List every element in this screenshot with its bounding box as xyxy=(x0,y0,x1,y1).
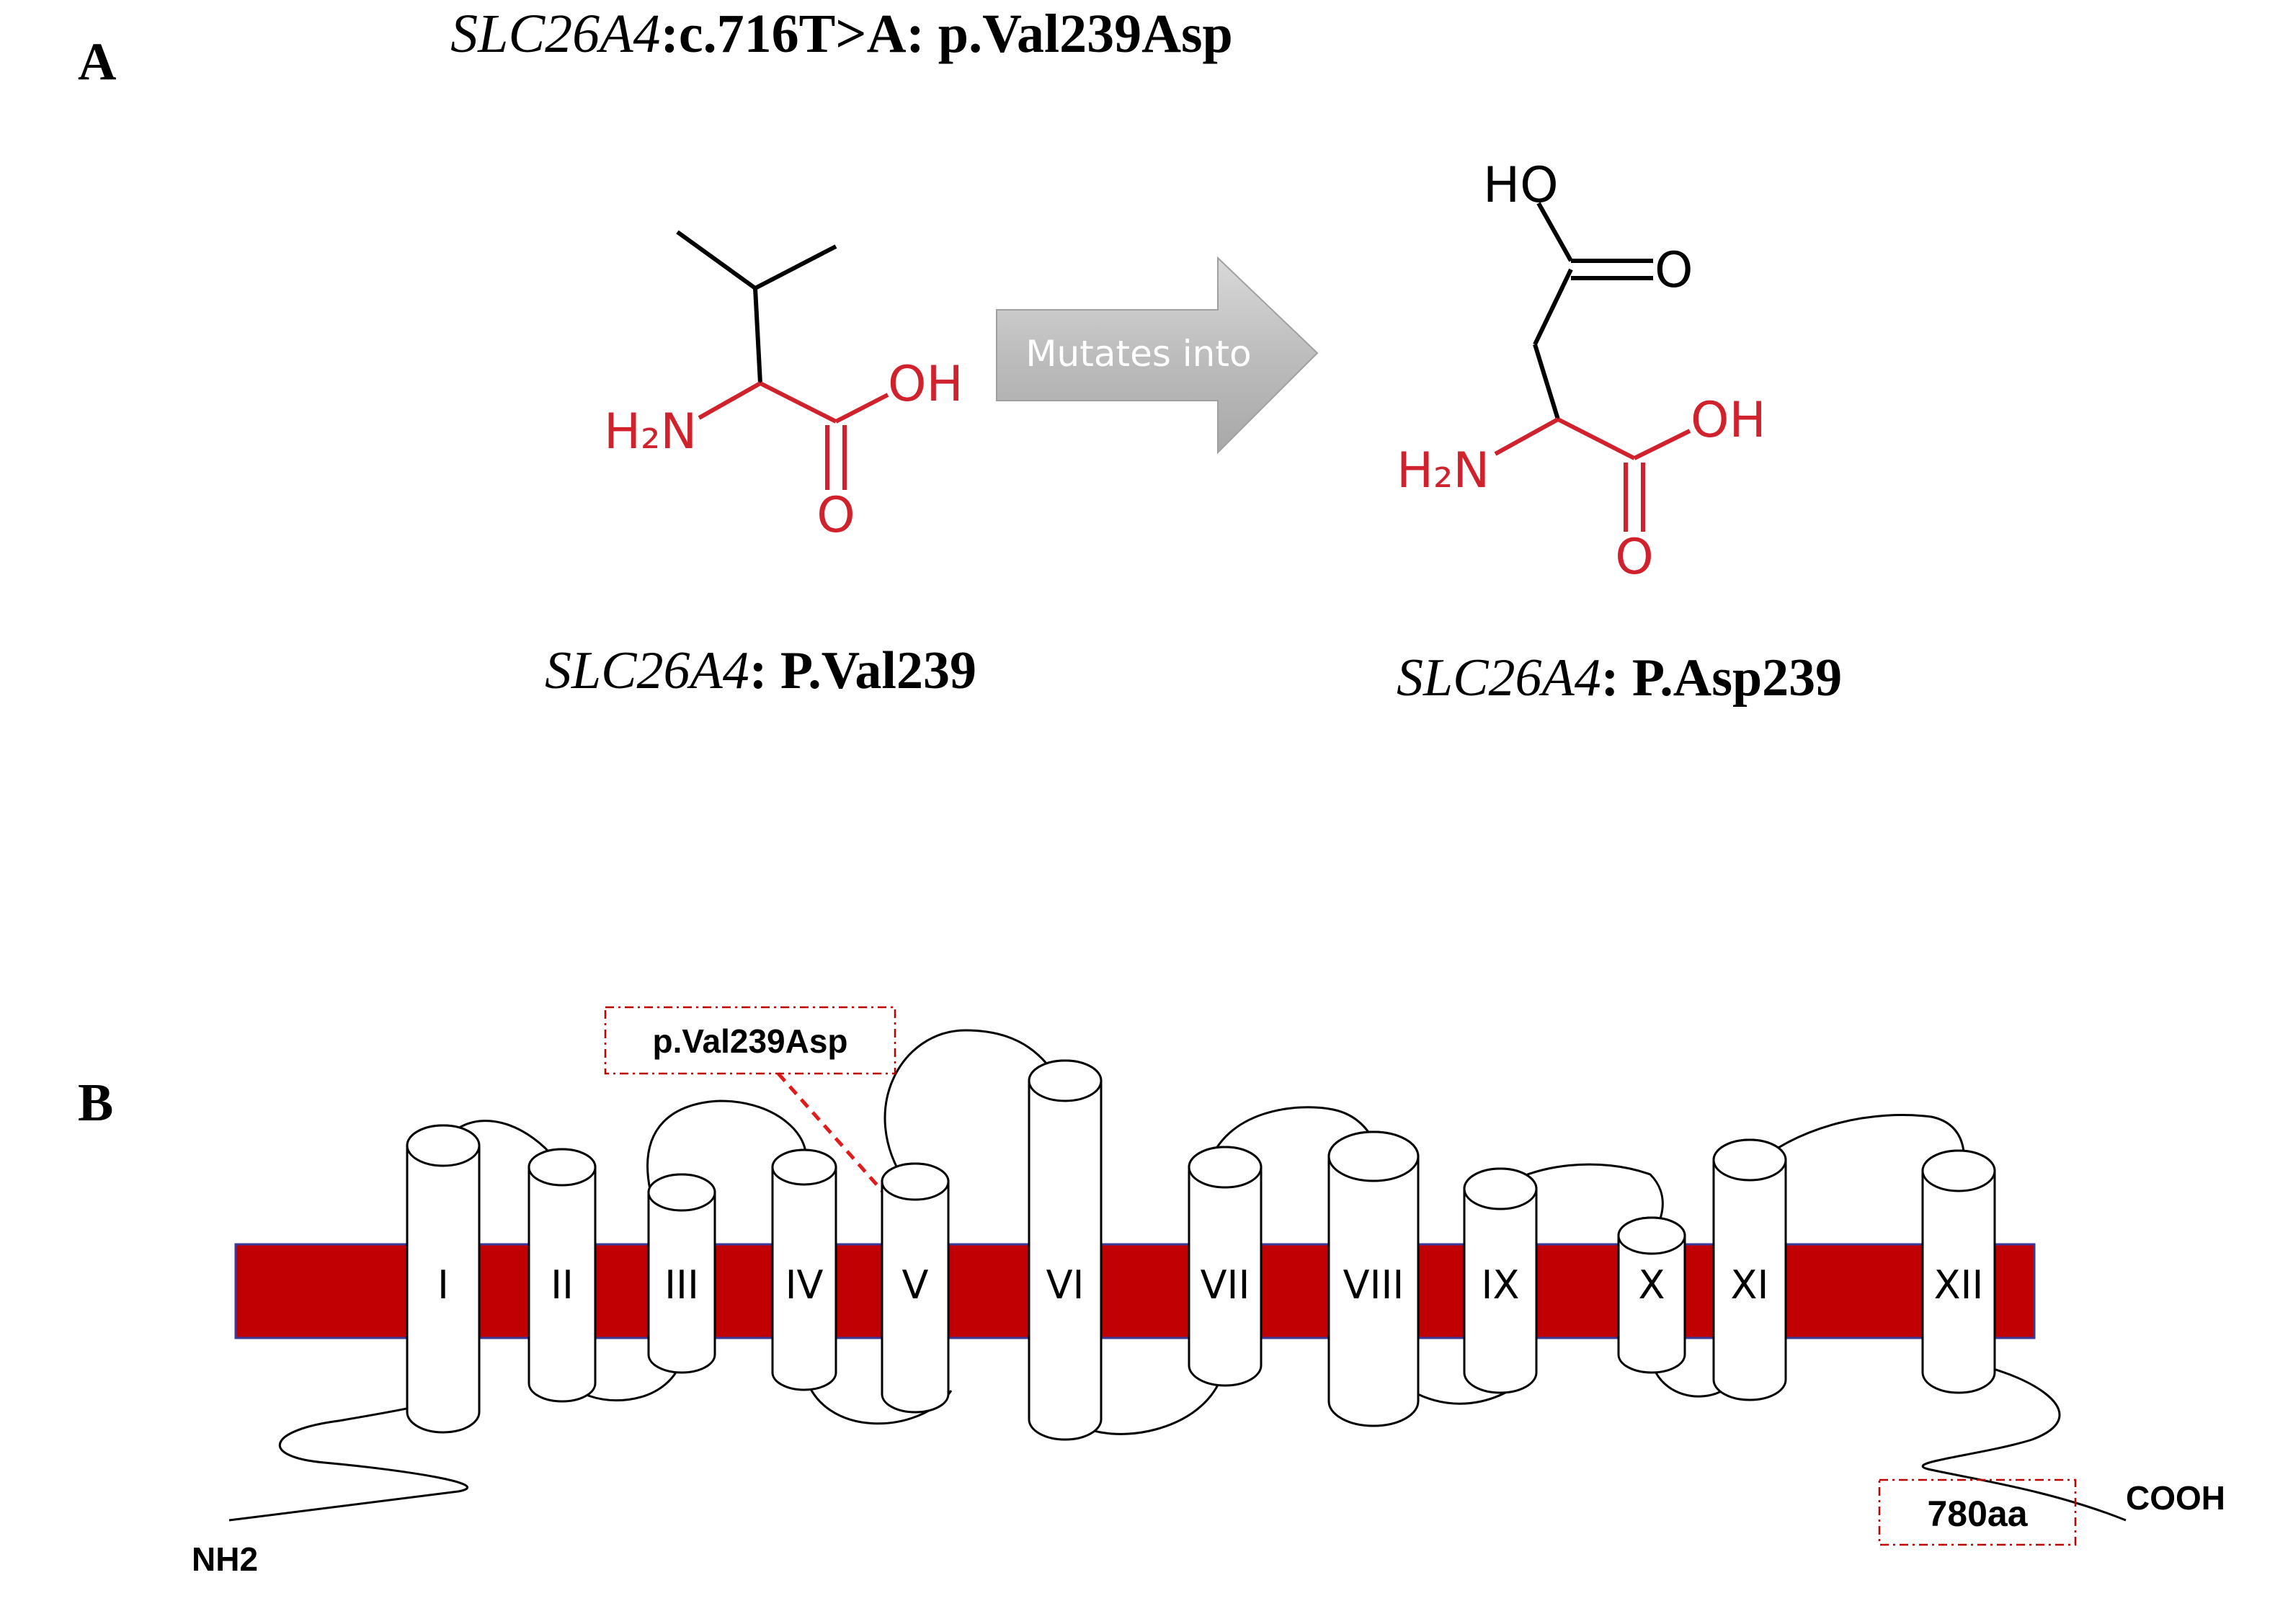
helix-body xyxy=(1028,1059,1103,1441)
helix-cap xyxy=(1188,1146,1263,1189)
valine-structure: H₂N OH O xyxy=(604,230,963,544)
panel-a-label: A xyxy=(78,32,116,92)
helix-9: IX xyxy=(1463,1167,1538,1394)
helix-7: VII xyxy=(1188,1146,1263,1387)
helix-cap xyxy=(881,1162,950,1201)
helix-cap xyxy=(527,1148,597,1187)
helix-cap xyxy=(1712,1138,1787,1182)
helix-4: IV xyxy=(771,1148,837,1391)
helix-label: IV xyxy=(785,1262,824,1308)
length-callout-box xyxy=(1878,1478,2077,1546)
helix-label: XI xyxy=(1731,1262,1769,1308)
helix-cap xyxy=(1028,1059,1103,1102)
helix-label: I xyxy=(437,1262,449,1308)
caption-valine: SLC26A4: P.Val239 xyxy=(545,641,976,700)
helix-6: VI xyxy=(1028,1059,1103,1441)
helix-label: VIII xyxy=(1343,1262,1404,1308)
helix-5: V xyxy=(881,1162,950,1414)
aspartate-hydroxyl: OH xyxy=(1691,392,1766,449)
caption-aspartate-residue: : P.Asp239 xyxy=(1601,648,1842,708)
aspartate-oxygen: O xyxy=(1615,529,1654,586)
helix-cap xyxy=(1617,1216,1686,1255)
helix-1: I xyxy=(406,1124,481,1434)
helix-cap xyxy=(771,1148,837,1186)
caption-aspartate-gene: SLC26A4 xyxy=(1397,648,1601,708)
aspartate-side-oxygen: O xyxy=(1655,242,1693,299)
helix-label: V xyxy=(902,1262,929,1308)
helix-3: III xyxy=(647,1173,716,1374)
helix-cap xyxy=(647,1173,716,1212)
title-variant: :c.716T>A: p.Val239Asp xyxy=(661,4,1233,64)
mutates-into-label: Mutates into xyxy=(1025,333,1251,375)
helix-label: IX xyxy=(1482,1262,1520,1308)
helix-label: VII xyxy=(1201,1262,1250,1308)
aspartate-structure: HO O H₂N OH O xyxy=(1397,157,1766,586)
valine-amine: H₂N xyxy=(604,403,697,460)
mutation-callout-box xyxy=(604,1006,896,1075)
helix-cap xyxy=(1921,1149,1996,1192)
helix-label: X xyxy=(1639,1262,1665,1308)
title-gene: SLC26A4 xyxy=(450,4,660,64)
helix-cap xyxy=(1463,1167,1538,1210)
helix-label: II xyxy=(551,1262,574,1308)
panel-b-label: B xyxy=(78,1074,113,1133)
aspartate-side-hydroxyl: HO xyxy=(1483,157,1559,214)
helix-cap xyxy=(1327,1130,1420,1182)
helix-10: X xyxy=(1617,1216,1686,1374)
helix-8: VIII xyxy=(1327,1130,1420,1427)
helix-label: III xyxy=(664,1262,699,1308)
valine-hydroxyl: OH xyxy=(888,356,963,413)
helix-12: XII xyxy=(1921,1149,1996,1394)
caption-valine-residue: : P.Val239 xyxy=(749,641,976,700)
caption-aspartate: SLC26A4: P.Asp239 xyxy=(1397,648,1842,708)
helix-cap xyxy=(406,1124,481,1167)
valine-oxygen: O xyxy=(816,487,855,544)
helix-2: II xyxy=(527,1148,597,1403)
n-terminus-label: NH2 xyxy=(192,1540,258,1578)
helix-11: XI xyxy=(1712,1138,1787,1401)
aspartate-amine: H₂N xyxy=(1397,442,1490,499)
c-terminus-label: COOH xyxy=(2126,1479,2225,1517)
helix-label: XII xyxy=(1934,1262,1984,1308)
length-label: 780aa xyxy=(1927,1494,2028,1534)
helix-label: VI xyxy=(1046,1262,1085,1308)
mutation-arrow: Mutates into xyxy=(996,256,1319,455)
mutation-callout-label: p.Val239Asp xyxy=(652,1022,847,1060)
caption-valine-gene: SLC26A4 xyxy=(545,641,749,700)
figure-title: SLC26A4:c.716T>A: p.Val239Asp xyxy=(450,4,1233,64)
